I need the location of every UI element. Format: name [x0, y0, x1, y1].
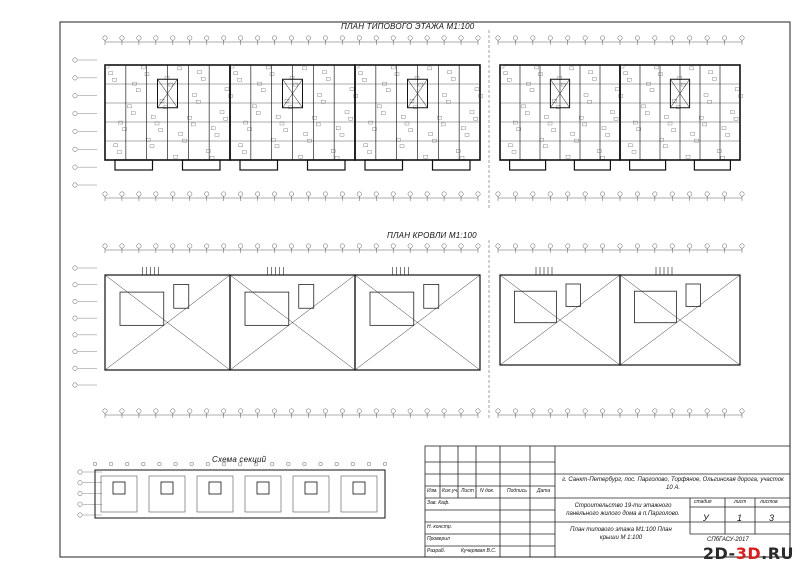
sheet-title-text: План типового этажа М1:100 План крыши М …: [570, 527, 672, 541]
col-podpis: Подпись: [507, 488, 527, 494]
role-n-konstr: Н. констр.: [427, 524, 453, 530]
watermark-prefix: 2D-: [702, 544, 736, 563]
col-list: Лист: [461, 488, 474, 494]
col-ndok: N док.: [480, 488, 495, 494]
watermark-suffix: .RU: [761, 544, 794, 563]
role-zav-kaf: Зав. Каф.: [427, 500, 450, 506]
section-scheme: [77, 462, 388, 519]
section-scheme-title: Схема секций: [212, 455, 267, 464]
role-proveril: Проверил: [427, 536, 450, 542]
roof-plan: [72, 240, 745, 420]
roof-plan-title: ПЛАН КРОВЛИ М1:100: [387, 231, 477, 240]
sheets-value: 3: [769, 513, 775, 523]
col-izm: Изм.: [427, 488, 438, 494]
organization-text: СПбГАСУ-2017: [707, 537, 749, 543]
sheets-header: листов: [760, 499, 778, 505]
col-kol: Кол.уч.: [442, 488, 459, 494]
role-razrab: Разраб.: [427, 548, 446, 554]
typical-floor-plan: [72, 30, 745, 210]
developer-name: Кучерявая В.С.: [461, 548, 497, 554]
watermark-mid: 3D: [735, 544, 762, 563]
stage-value: У: [703, 513, 709, 523]
plans-layer: [72, 30, 745, 420]
stage-header: стадия: [694, 499, 712, 505]
typical-floor-plan-title: ПЛАН ТИПОВОГО ЭТАЖА М1:100: [341, 22, 475, 31]
address-text: г. Санкт-Петербург, пос. Парголово, Торф…: [562, 477, 784, 491]
title-block-lines: [424, 445, 791, 558]
sheet-value: 1: [737, 513, 743, 523]
sheet-header: лист: [734, 499, 747, 505]
watermark-logo: 2D-3D.RU: [703, 544, 794, 563]
project-text: Строительство 19-ти этажного панельного …: [566, 503, 680, 517]
col-data: Дата: [537, 488, 551, 494]
